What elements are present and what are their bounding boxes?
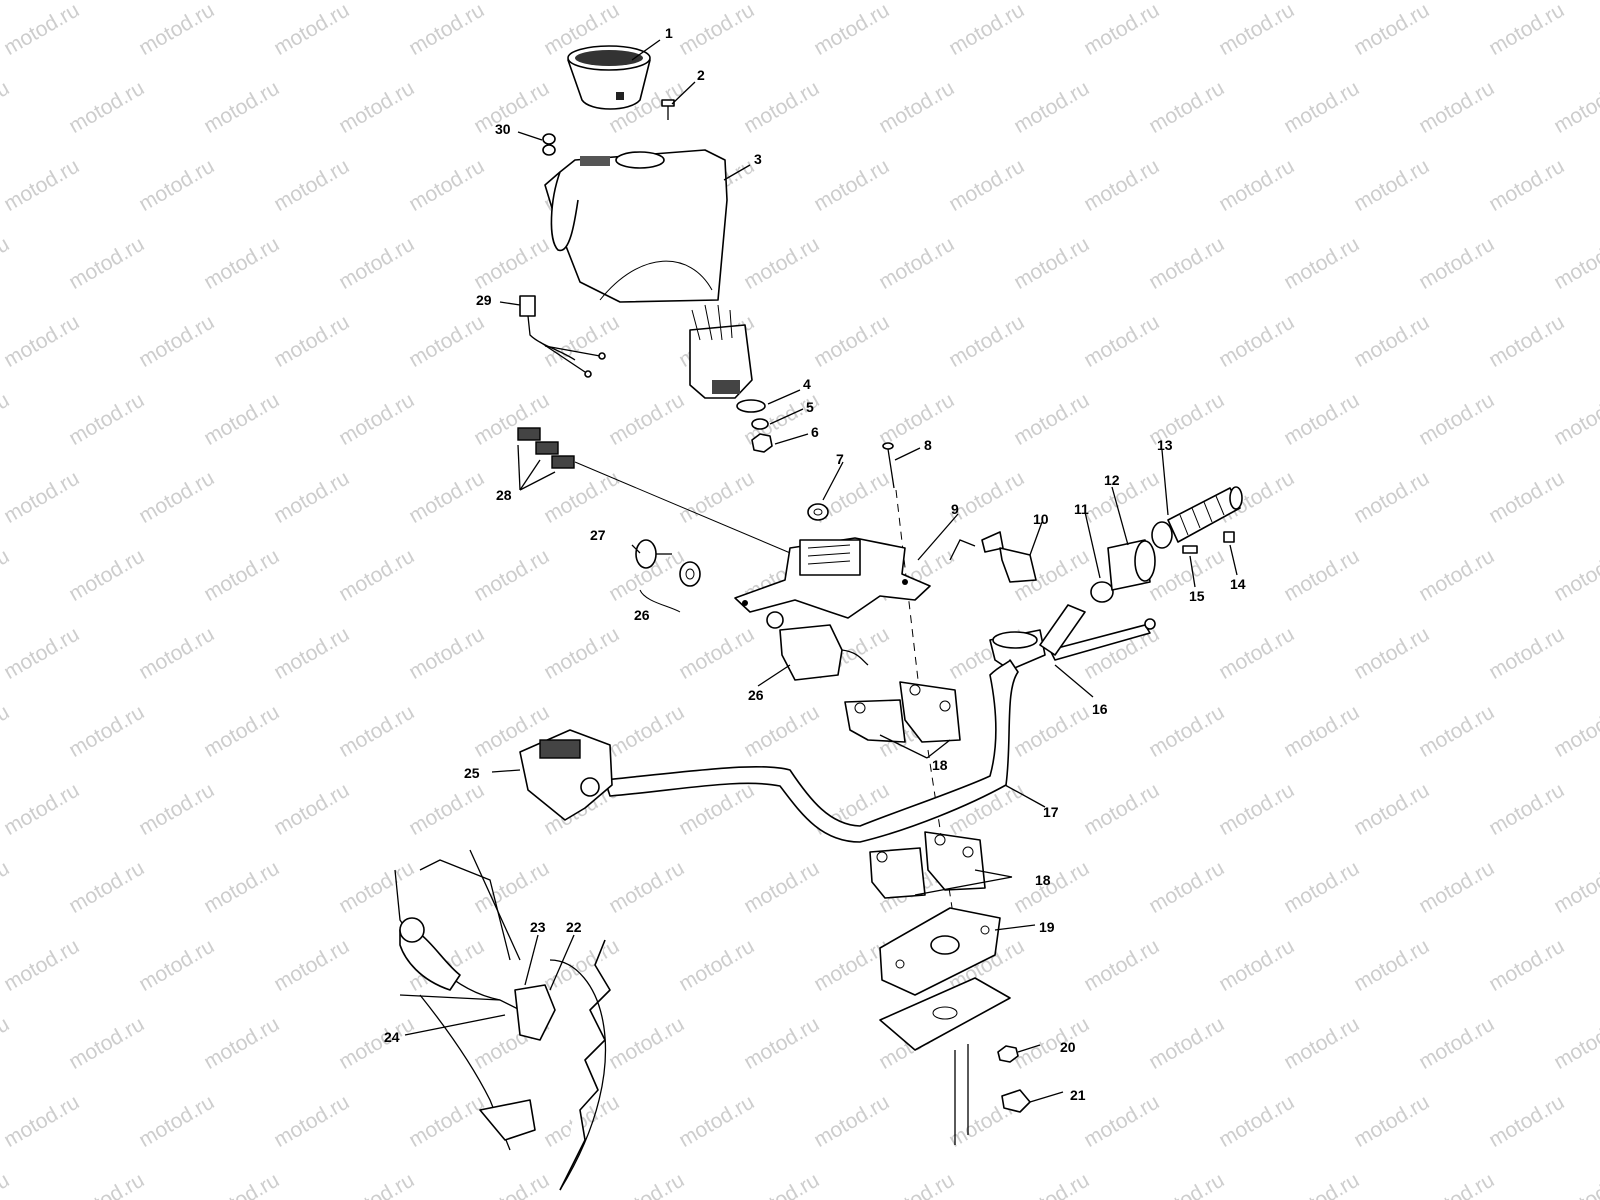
part-8-bolt xyxy=(882,442,895,489)
callout-10: 10 xyxy=(1033,511,1049,527)
callout-11: 11 xyxy=(1074,501,1089,517)
callout-17: 17 xyxy=(1043,804,1059,820)
centerline-lower xyxy=(927,749,961,961)
callout-12: 12 xyxy=(1104,472,1120,488)
callout-6: 6 xyxy=(811,424,819,440)
part-headlight-socket xyxy=(689,304,753,399)
part-1-speedometer xyxy=(567,45,651,110)
callout-25: 25 xyxy=(464,765,480,781)
part-2-screw xyxy=(661,99,675,120)
part-18-lower-clamps xyxy=(869,831,986,899)
callout-1: 1 xyxy=(665,25,673,41)
part-27-switch xyxy=(635,539,701,587)
callout-22: 22 xyxy=(566,919,582,935)
callout-26-switch: 26 xyxy=(748,687,764,703)
callout-7: 7 xyxy=(836,451,844,467)
callout-26-bracket: 26 xyxy=(634,607,650,623)
brake-wheel-assembly xyxy=(394,849,611,1191)
part-3-handlebar-cover xyxy=(544,149,728,303)
part-20-nut xyxy=(997,1045,1019,1063)
part-18-upper-clamps xyxy=(844,681,961,743)
part-11-12-housing xyxy=(1090,539,1156,603)
callout-30: 30 xyxy=(495,121,511,137)
part-25-switch-housing xyxy=(519,729,613,821)
callout-18-lower: 18 xyxy=(1035,872,1051,888)
callout-28: 28 xyxy=(496,487,512,503)
callout-15: 15 xyxy=(1189,588,1205,604)
part-9-bracket xyxy=(734,537,931,619)
leader-28-to-9 xyxy=(574,461,796,556)
callout-16: 16 xyxy=(1092,701,1108,717)
callout-20: 20 xyxy=(1060,1039,1076,1055)
callout-18-upper: 18 xyxy=(932,757,948,773)
part-15-screw xyxy=(1182,545,1198,554)
callout-27: 27 xyxy=(590,527,606,543)
callout-23: 23 xyxy=(530,919,546,935)
part-17-handlebar xyxy=(604,659,1019,843)
part-16-brake-lever xyxy=(989,604,1156,671)
bracket-26 xyxy=(639,589,681,613)
part-14-cap xyxy=(1223,531,1235,543)
steering-plate xyxy=(879,977,1011,1145)
part-7-washer xyxy=(807,503,829,521)
callout-19: 19 xyxy=(1039,919,1055,935)
part-13-grip xyxy=(1151,486,1243,549)
callout-21: 21 xyxy=(1070,1087,1086,1103)
parts-4-5-6-fasteners xyxy=(736,399,773,453)
callout-5: 5 xyxy=(806,399,814,415)
callout-29: 29 xyxy=(476,292,492,308)
callout-2: 2 xyxy=(697,67,705,83)
part-19-clamp-plate xyxy=(879,907,1001,996)
callout-14: 14 xyxy=(1230,576,1246,592)
part-29-wire-harness xyxy=(519,295,606,378)
part-26-key-switch xyxy=(766,611,869,681)
callout-9: 9 xyxy=(951,501,959,517)
callout-24: 24 xyxy=(384,1029,400,1045)
callout-13: 13 xyxy=(1157,437,1173,453)
callout-3: 3 xyxy=(754,151,762,167)
part-10-throttle xyxy=(949,531,1037,583)
part-28-clips xyxy=(517,427,575,469)
callout-8: 8 xyxy=(924,437,932,453)
part-30-nut xyxy=(542,133,556,156)
callout-4: 4 xyxy=(803,376,811,392)
part-21-clip xyxy=(1001,1089,1031,1113)
